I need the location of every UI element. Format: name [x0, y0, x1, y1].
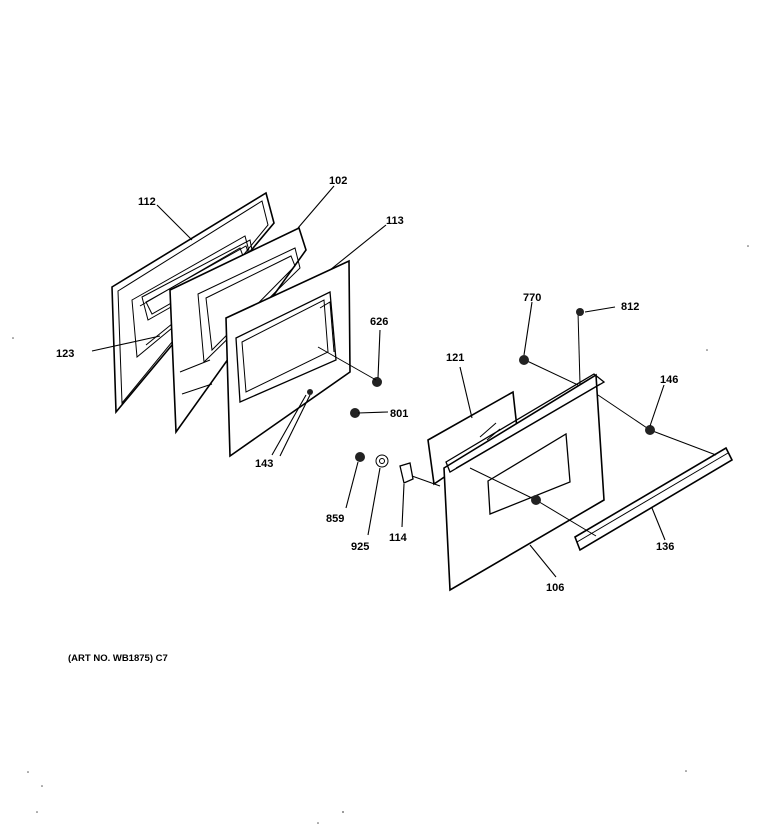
callout-112: 112	[138, 196, 156, 208]
callout-812: 812	[621, 301, 639, 313]
outer-door-panel-113	[225, 259, 351, 458]
callout-labels: 112 102 113 123 626 801 143 770 812 121 …	[56, 175, 678, 664]
scan-specks	[12, 245, 749, 824]
callout-925: 925	[351, 541, 369, 553]
callout-146: 146	[660, 374, 678, 386]
leader-lines	[91, 185, 666, 578]
callout-106: 106	[546, 582, 564, 594]
door-handle-136	[574, 446, 734, 552]
callout-801: 801	[390, 408, 408, 420]
callout-626: 626	[370, 316, 388, 328]
screws-left	[307, 377, 382, 418]
callout-121: 121	[446, 352, 464, 364]
callout-114: 114	[389, 532, 408, 544]
hardware-right	[355, 308, 655, 505]
callout-859: 859	[326, 513, 344, 525]
callout-113: 113	[386, 215, 404, 227]
art-number: (ART NO. WB1875) C7	[68, 653, 168, 664]
assembly-lines	[317, 311, 717, 537]
outer-door-106	[443, 373, 606, 592]
callout-136: 136	[656, 541, 674, 553]
callout-102: 102	[329, 175, 347, 187]
callout-770: 770	[523, 292, 541, 304]
callout-143: 143	[255, 458, 273, 470]
callout-123: 123	[56, 348, 74, 360]
